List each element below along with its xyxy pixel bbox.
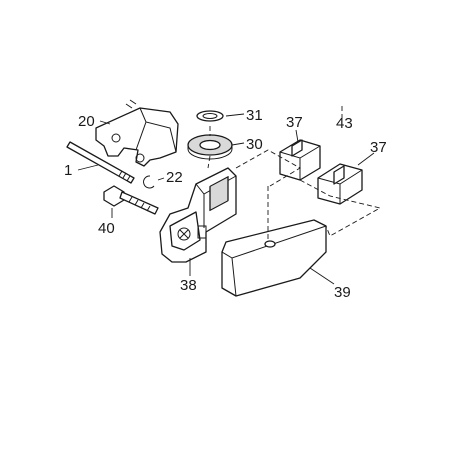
callout-20: 20 — [78, 113, 95, 130]
alignment-lines — [207, 106, 382, 240]
part-38-clamp-body — [159, 167, 237, 263]
callout-37-a: 37 — [286, 114, 303, 131]
callout-37-b: 37 — [370, 139, 387, 156]
callout-30: 30 — [246, 136, 263, 153]
part-31-ring — [196, 110, 224, 122]
part-30-washer — [187, 134, 233, 160]
callout-43: 43 — [336, 115, 353, 132]
callout-40: 40 — [98, 220, 115, 237]
callout-31: 31 — [246, 107, 263, 124]
leader-lines — [77, 113, 375, 285]
part-22-clip — [143, 175, 155, 189]
part-1-long-pin — [66, 141, 135, 184]
part-37-block-b — [317, 163, 363, 205]
part-40-bolt — [103, 185, 159, 215]
callouts: 1 20 22 31 30 37 37 43 40 38 39 — [64, 107, 387, 301]
callout-38: 38 — [180, 277, 197, 294]
part-37-block-a — [279, 139, 321, 181]
part-20-bracket — [95, 99, 179, 167]
callout-39: 39 — [334, 284, 351, 301]
callout-22: 22 — [166, 169, 183, 186]
part-39-cushion — [221, 219, 327, 297]
callout-1: 1 — [64, 162, 72, 179]
